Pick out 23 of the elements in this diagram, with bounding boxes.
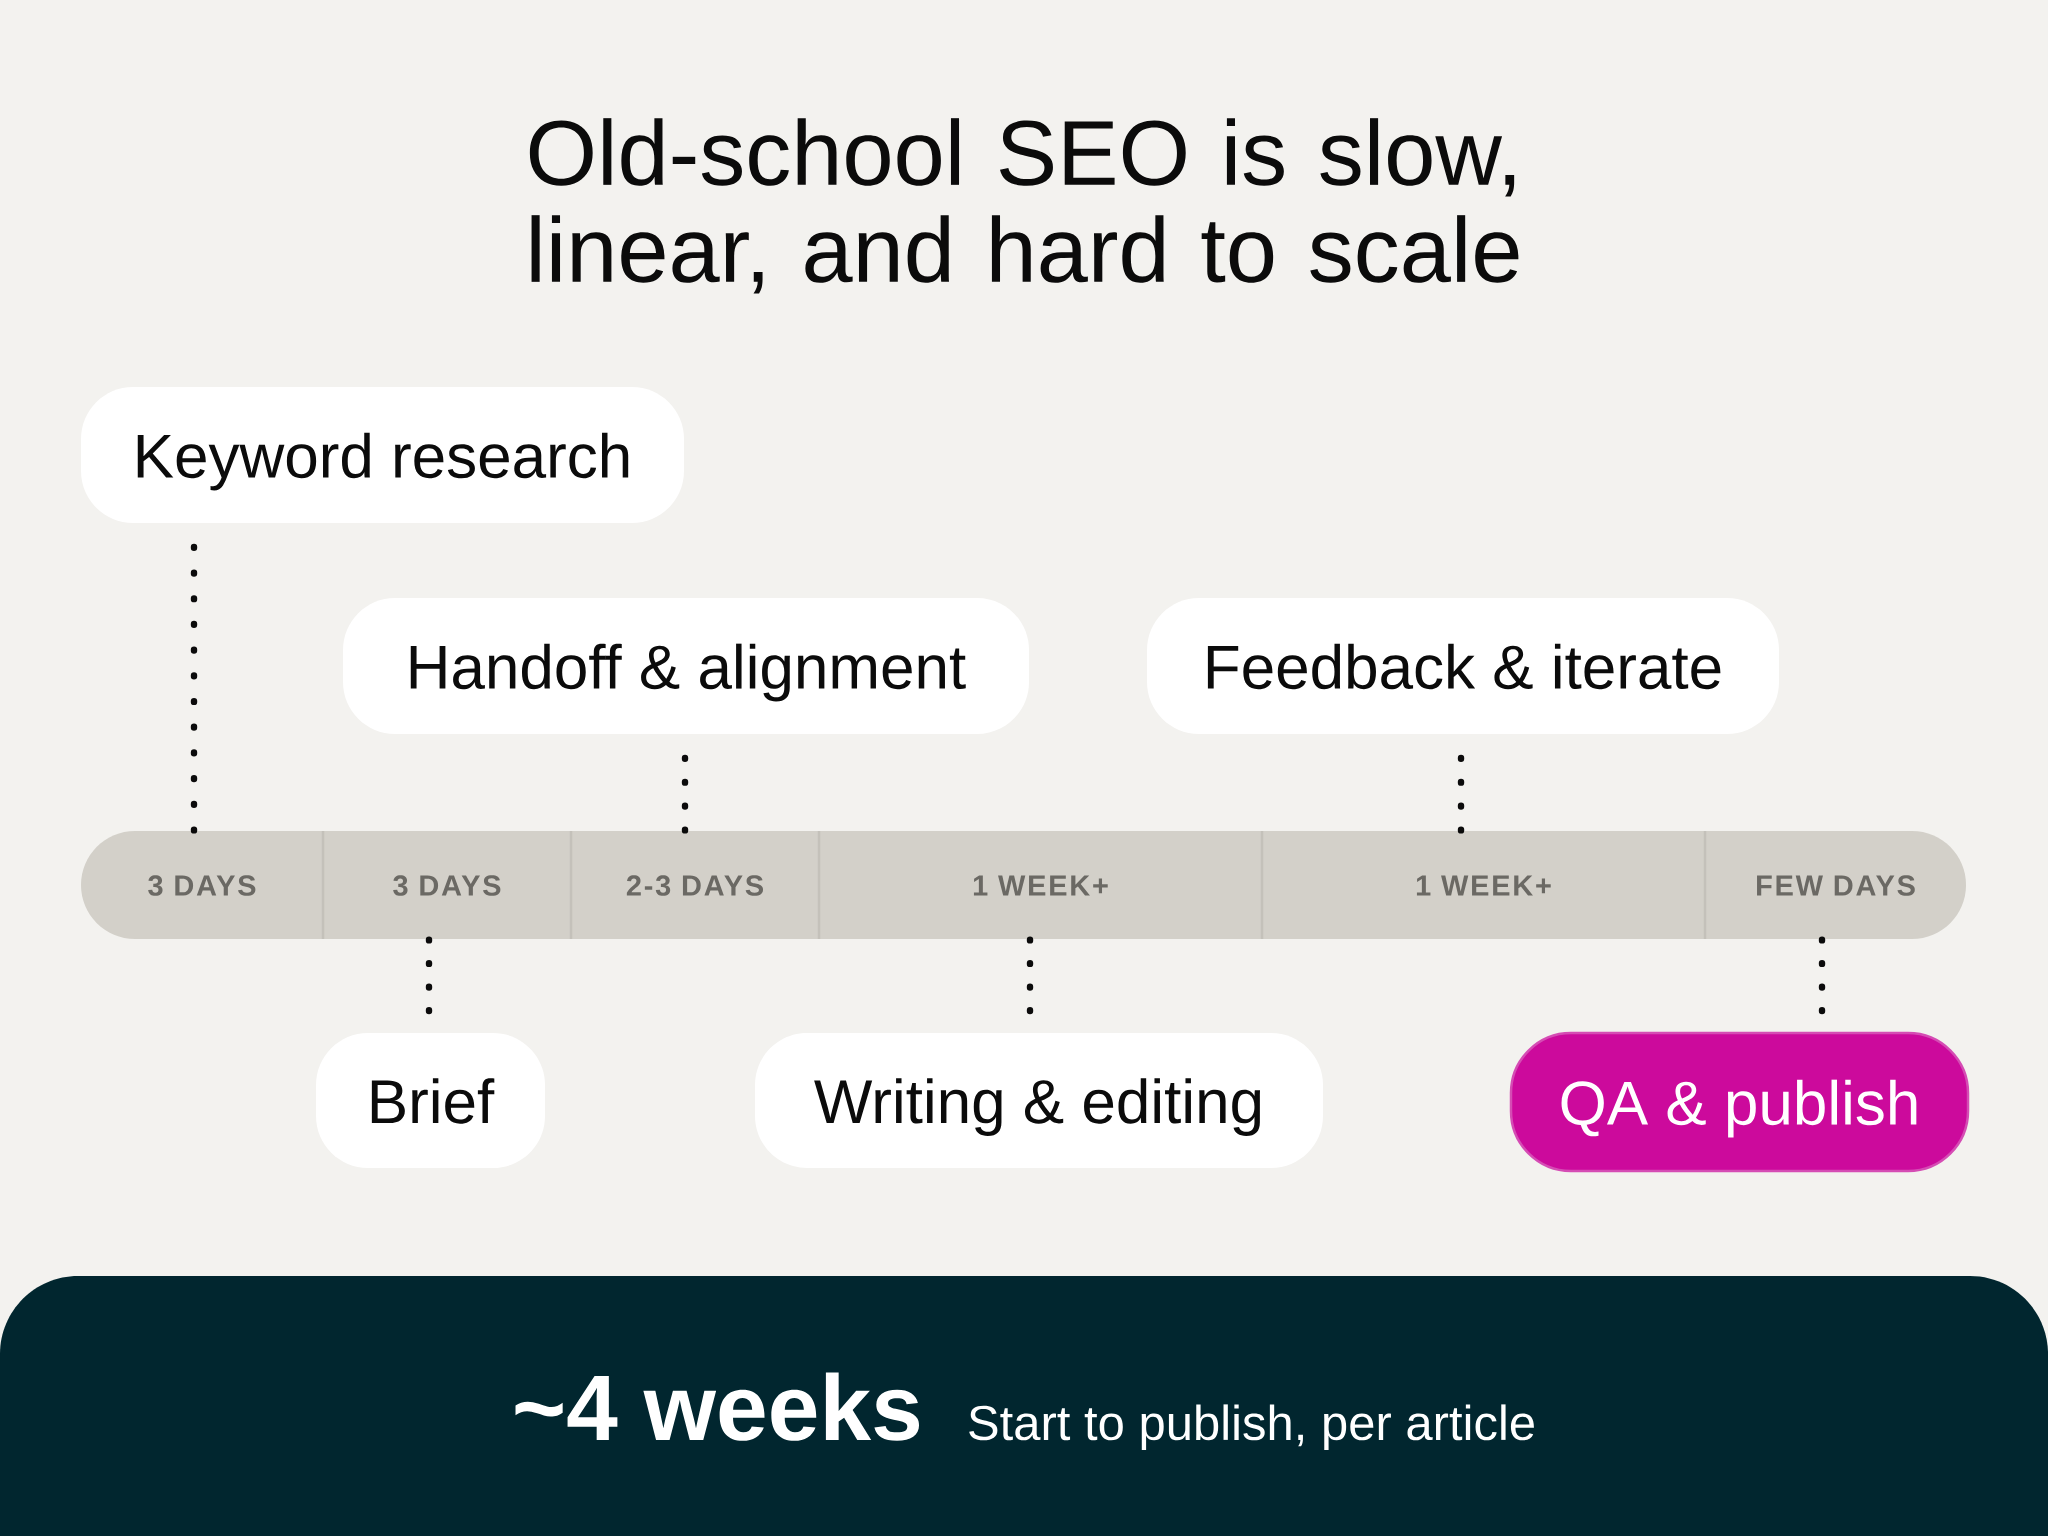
process-box: Feedback & iterate	[1147, 598, 1779, 734]
process-box: Keyword research	[81, 387, 684, 523]
caption-text: Start to publish, per article	[969, 1404, 1534, 1451]
duration-label: 1 WEEK+	[1416, 875, 1551, 896]
process-box: QA & publish	[1509, 1031, 1970, 1173]
connector-line	[425, 935, 433, 1015]
process-box: Handoff & alignment	[343, 598, 1029, 734]
process-box: Writing & editing	[755, 1033, 1323, 1168]
timeline-bar	[81, 831, 1966, 939]
duration-label: 3 DAYS	[393, 875, 501, 896]
duration-label: 3 DAYS	[148, 875, 256, 896]
connector-line	[1026, 935, 1034, 1015]
duration-label: 2-3 DAYS	[626, 875, 763, 896]
connector-line	[1457, 754, 1465, 835]
connector-line	[1818, 935, 1826, 1015]
connector-line	[681, 754, 689, 835]
duration-label: FEW DAYS	[1757, 875, 1915, 896]
duration-label: 1 WEEK+	[973, 875, 1108, 896]
connector-line	[190, 543, 198, 835]
footer-band	[0, 1276, 2048, 1536]
duration-text: ~4 weeks	[515, 1372, 919, 1441]
process-box: Brief	[316, 1033, 545, 1168]
title: Old-school SEO is slow, linear, and hard to scale	[529, 118, 1519, 294]
